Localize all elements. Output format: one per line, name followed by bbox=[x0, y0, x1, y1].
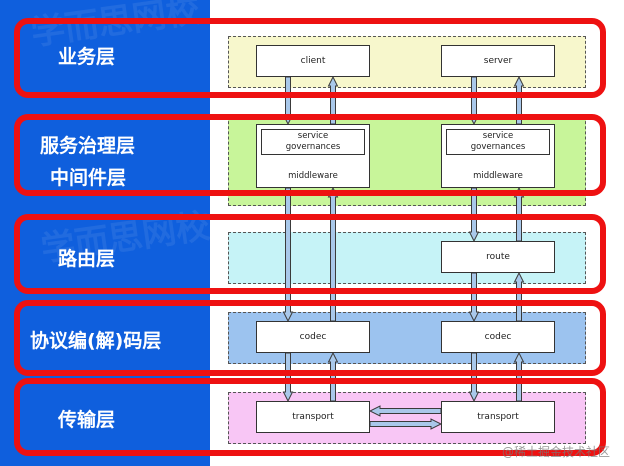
left-middleware-label: middleware bbox=[288, 171, 338, 181]
juejin-watermark: @稀土掘金技术社区 bbox=[501, 445, 610, 459]
client-node: client bbox=[256, 45, 370, 77]
business-layer-frame bbox=[14, 18, 606, 98]
arrow-middleware-to-codec-left bbox=[282, 187, 294, 323]
server-node: server bbox=[441, 45, 555, 77]
arrow-transport-right-to-left bbox=[368, 405, 442, 417]
right-transport-label: transport bbox=[477, 412, 519, 422]
left-governance-label: service governances bbox=[285, 131, 341, 152]
governance-layer-label: 服务治理层 bbox=[40, 135, 136, 157]
codec-layer-label: 协议编(解)码层 bbox=[30, 330, 162, 352]
right-middleware-label: middleware bbox=[473, 171, 523, 181]
right-transport-node: transport bbox=[441, 401, 555, 433]
middleware-layer-label: 中间件层 bbox=[50, 167, 127, 189]
codec-layer-frame bbox=[14, 300, 606, 376]
arrow-route-to-codec bbox=[468, 272, 480, 323]
left-label-band bbox=[0, 0, 210, 466]
left-middleware-node: service governances middleware bbox=[256, 124, 370, 188]
arrow-codec-to-transport-right bbox=[468, 352, 480, 403]
arrow-transport-to-codec-left bbox=[327, 351, 339, 402]
right-governance-box: service governances bbox=[446, 129, 550, 155]
server-label: server bbox=[483, 56, 513, 66]
left-codec-label: codec bbox=[299, 332, 327, 342]
route-layer-label: 路由层 bbox=[58, 248, 116, 270]
arrow-codec-to-route bbox=[513, 271, 525, 322]
route-node: route bbox=[441, 241, 555, 273]
left-codec-node: codec bbox=[256, 321, 370, 353]
left-transport-node: transport bbox=[256, 401, 370, 433]
route-layer-frame bbox=[14, 214, 606, 294]
route-label: route bbox=[486, 252, 510, 262]
arrow-codec-to-transport-left bbox=[282, 352, 294, 403]
client-label: client bbox=[300, 56, 326, 66]
left-governance-box: service governances bbox=[261, 129, 365, 155]
middleware-layer-frame bbox=[14, 114, 606, 196]
right-codec-node: codec bbox=[441, 321, 555, 353]
right-governance-label: service governances bbox=[470, 131, 526, 152]
right-middleware-node: service governances middleware bbox=[441, 124, 555, 188]
arrow-transport-left-to-right bbox=[369, 418, 443, 430]
arrow-transport-to-codec-right bbox=[513, 351, 525, 402]
left-transport-label: transport bbox=[292, 412, 334, 422]
right-codec-label: codec bbox=[484, 332, 512, 342]
business-layer-label: 业务层 bbox=[58, 46, 116, 68]
transport-layer-frame bbox=[14, 378, 606, 456]
transport-layer-label: 传输层 bbox=[58, 409, 116, 431]
